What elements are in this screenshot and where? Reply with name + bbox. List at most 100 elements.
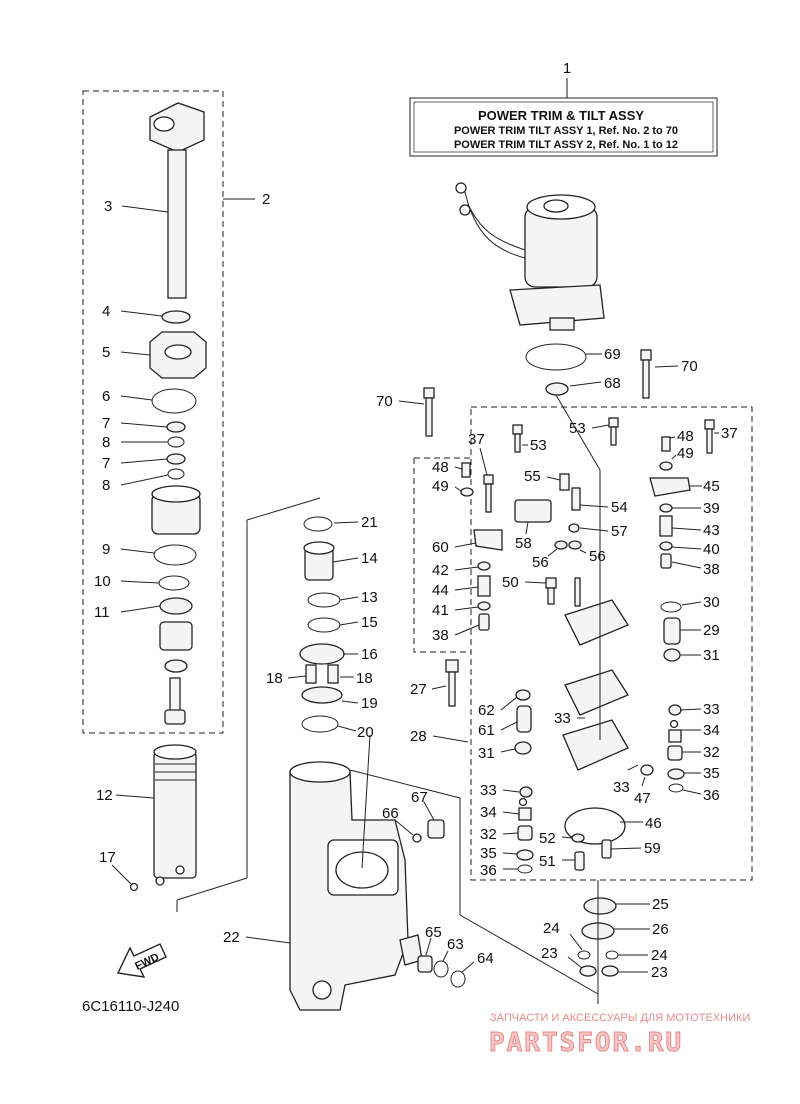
callout-43: 43 bbox=[671, 522, 720, 539]
svg-text:49: 49 bbox=[677, 445, 694, 462]
callout-40: 40 bbox=[671, 541, 720, 558]
svg-text:6: 6 bbox=[102, 388, 110, 405]
svg-text:59: 59 bbox=[644, 840, 661, 857]
svg-text:42: 42 bbox=[432, 562, 449, 579]
svg-text:17: 17 bbox=[99, 849, 116, 866]
svg-text:22: 22 bbox=[223, 929, 240, 946]
callout-55: 55 bbox=[524, 468, 561, 485]
callout-32a: 32 bbox=[682, 744, 720, 761]
callout-68: 68 bbox=[569, 375, 621, 392]
svg-text:53: 53 bbox=[569, 420, 586, 437]
callout-39: 39 bbox=[672, 500, 720, 517]
callout-27: 27 bbox=[410, 681, 447, 698]
callout-53a: 53 bbox=[522, 437, 547, 454]
svg-text:48: 48 bbox=[677, 428, 694, 445]
callout-16: 16 bbox=[344, 646, 378, 663]
callout-19: 19 bbox=[341, 695, 378, 712]
svg-text:69: 69 bbox=[604, 346, 621, 363]
callout-29: 29 bbox=[680, 622, 720, 639]
callout-46: 46 bbox=[620, 815, 662, 832]
callout-4: 4 bbox=[102, 303, 163, 320]
svg-text:20: 20 bbox=[357, 724, 374, 741]
callout-12: 12 bbox=[96, 787, 155, 804]
svg-text:31: 31 bbox=[478, 745, 495, 762]
svg-text:34: 34 bbox=[480, 804, 497, 821]
svg-text:38: 38 bbox=[703, 561, 720, 578]
callout-64: 64 bbox=[461, 950, 494, 973]
svg-text:24: 24 bbox=[543, 920, 560, 937]
callout-31a: 31 bbox=[680, 647, 720, 664]
callout-20: 20 bbox=[337, 724, 374, 741]
callout-8a: 8 bbox=[102, 434, 168, 451]
callout-22: 22 bbox=[223, 929, 291, 946]
svg-text:51: 51 bbox=[539, 853, 556, 870]
callout-66: 66 bbox=[382, 805, 414, 836]
svg-text:29: 29 bbox=[703, 622, 720, 639]
svg-text:2: 2 bbox=[262, 191, 270, 208]
callout-65: 65 bbox=[425, 924, 442, 956]
callout-35a: 35 bbox=[684, 765, 720, 782]
callout-15: 15 bbox=[339, 614, 378, 631]
callout-38a: 38 bbox=[671, 561, 720, 578]
callout-48a: 48 bbox=[432, 459, 463, 476]
callout-70b: 70 bbox=[654, 358, 698, 375]
callout-2: 2 bbox=[262, 191, 270, 208]
callout-33a: 33 bbox=[554, 710, 585, 727]
callout-38b: 38 bbox=[432, 624, 480, 644]
svg-text:3: 3 bbox=[104, 198, 112, 215]
svg-text:32: 32 bbox=[480, 826, 497, 843]
svg-text:5: 5 bbox=[102, 344, 110, 361]
svg-text:35: 35 bbox=[480, 845, 497, 862]
callout-24a: 24 bbox=[543, 920, 583, 951]
callout-37b: 37 bbox=[714, 425, 738, 442]
title-line-1: POWER TRIM & TILT ASSY bbox=[478, 108, 644, 123]
svg-text:48: 48 bbox=[432, 459, 449, 476]
callout-1: 1 bbox=[563, 60, 571, 77]
callout-11: 11 bbox=[94, 604, 161, 621]
callout-44: 44 bbox=[432, 582, 479, 599]
svg-text:21: 21 bbox=[361, 514, 378, 531]
svg-text:52: 52 bbox=[539, 830, 556, 847]
callout-62: 62 bbox=[478, 696, 518, 719]
main-housing bbox=[289, 761, 466, 1011]
svg-text:43: 43 bbox=[703, 522, 720, 539]
valve-block-frame bbox=[470, 406, 753, 881]
svg-text:41: 41 bbox=[432, 602, 449, 619]
callout-61: 61 bbox=[478, 721, 518, 739]
svg-text:24: 24 bbox=[651, 947, 668, 964]
callout-3: 3 bbox=[104, 198, 169, 215]
callout-37a: 37 bbox=[468, 431, 488, 476]
callout-9: 9 bbox=[102, 541, 155, 558]
svg-text:49: 49 bbox=[432, 478, 449, 495]
svg-text:32: 32 bbox=[703, 744, 720, 761]
svg-text:47: 47 bbox=[634, 790, 651, 807]
svg-text:39: 39 bbox=[703, 500, 720, 517]
svg-text:56: 56 bbox=[532, 554, 549, 571]
svg-text:65: 65 bbox=[425, 924, 442, 941]
callout-31b: 31 bbox=[478, 745, 516, 762]
svg-text:55: 55 bbox=[524, 468, 541, 485]
svg-text:33: 33 bbox=[480, 782, 497, 799]
callout-42: 42 bbox=[432, 562, 479, 579]
svg-text:61: 61 bbox=[478, 722, 495, 739]
leader-lines bbox=[176, 394, 601, 1004]
svg-text:16: 16 bbox=[361, 646, 378, 663]
assy-2-frame bbox=[82, 90, 224, 734]
callout-49a: 49 bbox=[432, 478, 462, 495]
callout-30: 30 bbox=[681, 594, 720, 611]
callout-56a: 56 bbox=[532, 548, 558, 571]
callout-33b: 33 bbox=[679, 701, 720, 718]
svg-text:34: 34 bbox=[703, 722, 720, 739]
callout-23b: 23 bbox=[618, 964, 668, 981]
callout-41: 41 bbox=[432, 602, 479, 619]
callout-36a: 36 bbox=[682, 787, 720, 804]
svg-text:36: 36 bbox=[480, 862, 497, 879]
svg-text:33: 33 bbox=[554, 710, 571, 727]
svg-text:53: 53 bbox=[530, 437, 547, 454]
callout-5: 5 bbox=[102, 344, 151, 361]
svg-text:10: 10 bbox=[94, 573, 111, 590]
svg-text:4: 4 bbox=[102, 303, 110, 320]
watermark: ЗАПЧАСТИ И АКСЕССУАРЫ ДЛЯ МОТОТЕХНИКИ PA… bbox=[489, 1012, 751, 1059]
callout-18a: 18 bbox=[266, 670, 307, 687]
callout-17: 17 bbox=[99, 849, 132, 885]
